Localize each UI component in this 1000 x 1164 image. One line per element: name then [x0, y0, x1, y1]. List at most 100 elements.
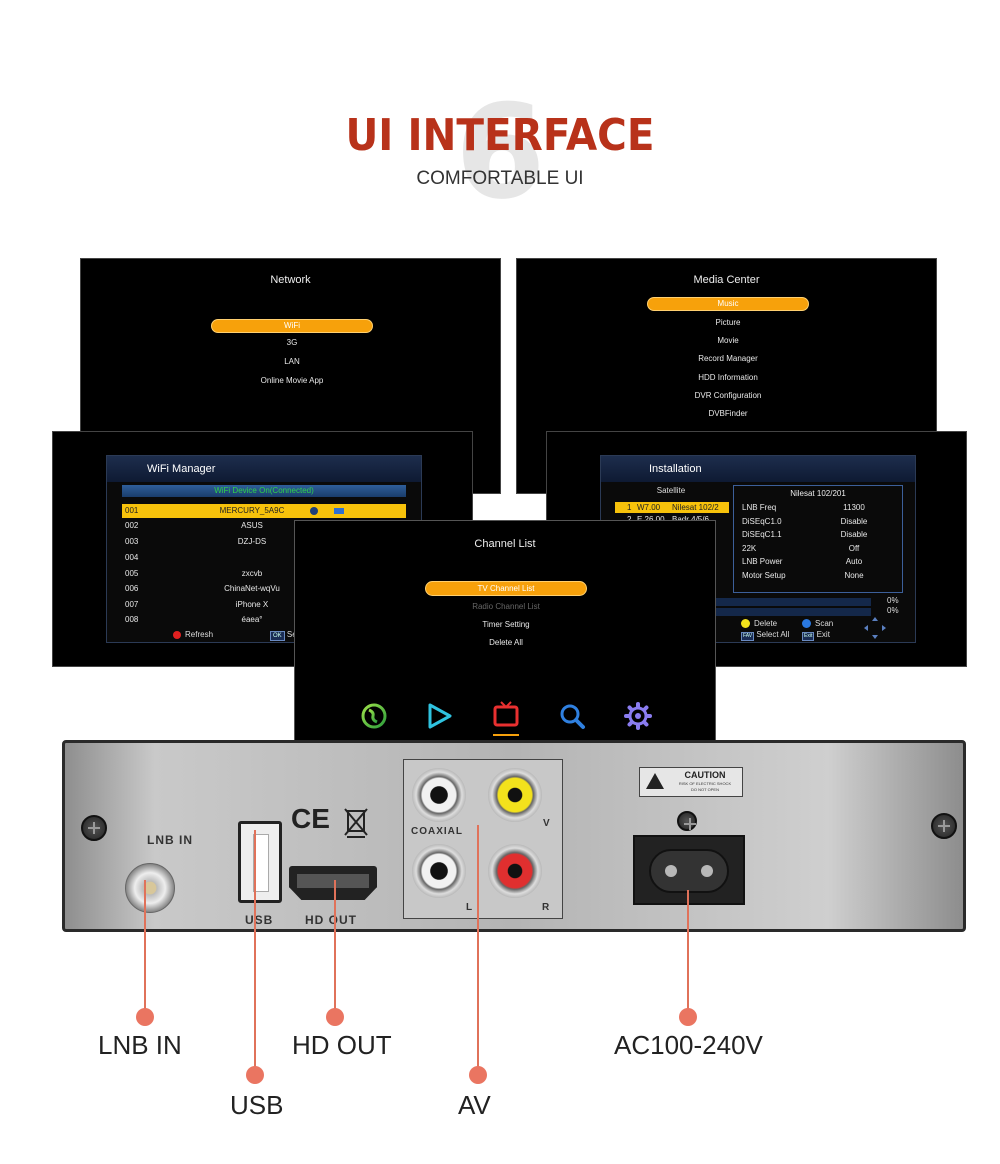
scan-button[interactable]: Scan	[802, 618, 833, 629]
satellite-row[interactable]: 2 E 26.00 Badr 4/5/6	[615, 514, 729, 525]
callout-line-ac	[687, 890, 689, 1010]
callout-ac: AC100-240V	[614, 1030, 763, 1060]
page-subtitle: COMFORTABLE UI	[416, 168, 584, 189]
callout-line-usb	[254, 830, 256, 1070]
network-item-3g[interactable]: 3G	[286, 338, 298, 347]
media-item-music[interactable]: Music	[647, 297, 809, 311]
wifi-manager-title: WiFi Manager	[107, 456, 421, 482]
screw-icon	[677, 811, 697, 831]
audio-right-port[interactable]	[488, 844, 542, 898]
hdmi-port[interactable]	[289, 866, 377, 900]
progress-bar	[615, 608, 871, 616]
callout-dot-hd	[326, 1008, 344, 1026]
callout-av: AV	[458, 1090, 491, 1120]
l-label: L	[466, 902, 474, 913]
section-number: 6	[455, 76, 546, 228]
coaxial-port[interactable]	[412, 768, 466, 822]
lock-icon	[310, 507, 318, 515]
callout-lnb-in: LNB IN	[98, 1030, 182, 1060]
ok-key-icon: OK	[270, 631, 285, 641]
video-port[interactable]	[488, 768, 542, 822]
tv-icon[interactable]	[491, 699, 521, 737]
network-item-lan[interactable]: LAN	[284, 357, 300, 366]
network-title: Network	[270, 274, 311, 286]
callout-usb: USB	[230, 1090, 284, 1120]
channel-item-radio-channel-list[interactable]: Radio Channel List	[472, 602, 540, 611]
search-icon[interactable]	[557, 701, 587, 731]
fav-key-icon: FAV	[741, 632, 755, 641]
screw-icon	[931, 813, 957, 839]
receiver-back-panel: LNB IN USB CE HD OUT COAXIAL V L R CAUTI…	[62, 740, 966, 932]
v-label: V	[543, 818, 551, 829]
page-title: UI INTERFACE	[345, 110, 655, 161]
satellite-row-selected[interactable]: 1 W7.00 Nilesat 102/2	[615, 502, 729, 513]
satellite-header: Satellite	[656, 486, 686, 495]
refresh-button[interactable]: Refresh	[173, 628, 213, 642]
usb-label: USB	[245, 913, 274, 927]
globe-icon[interactable]	[359, 701, 389, 731]
blue-key-icon	[802, 619, 811, 628]
audio-left-port[interactable]	[412, 844, 466, 898]
media-item-hdd-information[interactable]: HDD Information	[698, 373, 758, 382]
media-item-record-manager[interactable]: Record Manager	[698, 354, 758, 363]
lnb-in-label: LNB IN	[147, 833, 193, 847]
satellite-detail-title: Nilesat 102/201	[790, 489, 846, 498]
progress-value: 0%	[887, 606, 899, 615]
network-item-wifi[interactable]: WiFi	[211, 319, 373, 333]
progress-bar	[615, 598, 871, 606]
media-center-title: Media Center	[693, 274, 760, 286]
callout-line-av	[477, 825, 479, 1070]
callout-dot-lnb	[136, 1008, 154, 1026]
callout-dot-usb	[246, 1066, 264, 1084]
play-icon[interactable]	[424, 701, 454, 731]
coaxial-label: COAXIAL	[411, 826, 463, 837]
wifi-status-bar: WiFi Device On(Connected)	[122, 485, 406, 497]
exit-button[interactable]: Exit Exit	[802, 630, 830, 641]
media-item-dvbfinder[interactable]: DVBFinder	[708, 409, 748, 418]
callout-line-lnb	[144, 880, 146, 1010]
gear-icon[interactable]	[623, 701, 653, 731]
installation-title: Installation	[601, 456, 915, 482]
lnb-in-port[interactable]	[125, 863, 175, 913]
callout-dot-ac	[679, 1008, 697, 1026]
ac-power-inlet[interactable]	[633, 835, 745, 905]
select-all-button[interactable]: FAV Select All	[741, 630, 790, 641]
wifi-row[interactable]: 004	[125, 553, 139, 562]
channel-item-tv-channel-list[interactable]: TV Channel List	[425, 581, 587, 596]
wifi-row-selected[interactable]: 001 MERCURY_5A9C	[122, 504, 406, 518]
delete-button[interactable]: Delete	[741, 618, 777, 629]
network-item-online-movie-app[interactable]: Online Movie App	[260, 376, 324, 385]
caution-label: CAUTION RISK OF ELECTRIC SHOCK DO NOT OP…	[639, 767, 743, 797]
select-hint[interactable]: OK Se	[270, 628, 297, 642]
media-item-picture[interactable]: Picture	[715, 318, 741, 327]
hd-out-label: HD OUT	[305, 913, 357, 927]
ce-mark: CE	[291, 803, 330, 834]
callout-hd-out: HD OUT	[292, 1030, 392, 1060]
channel-list-title: Channel List	[474, 538, 536, 550]
signal-icon	[334, 508, 344, 514]
channel-list-screen: Channel List TV Channel List Radio Chann…	[294, 520, 716, 758]
channel-item-delete-all[interactable]: Delete All	[489, 638, 523, 647]
channel-item-timer-setting[interactable]: Timer Setting	[482, 620, 530, 629]
media-item-movie[interactable]: Movie	[717, 336, 739, 345]
av-block: COAXIAL V L R	[403, 759, 563, 919]
media-item-dvr-configuration[interactable]: DVR Configuration	[694, 391, 762, 400]
usb-port[interactable]	[238, 821, 282, 903]
progress-value: 0%	[887, 596, 899, 605]
dpad-icon	[863, 616, 887, 640]
callout-dot-av	[469, 1066, 487, 1084]
exit-key-icon: Exit	[802, 632, 815, 641]
